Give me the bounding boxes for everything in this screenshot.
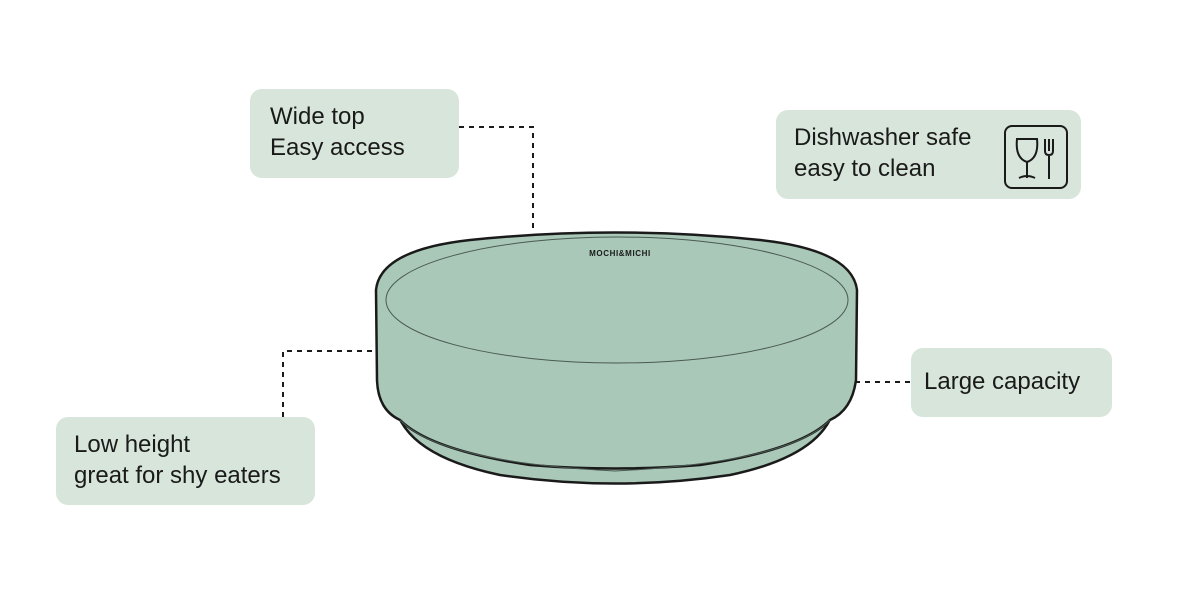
callout-capacity: Large capacity (911, 348, 1112, 417)
bowl (374, 231, 859, 485)
callout-low-height: Low height great for shy eaters (56, 417, 315, 505)
leader-line-wide-top (459, 126, 534, 233)
callout-wide-top-line2: Easy access (270, 134, 405, 161)
leader-line-low-height (282, 350, 375, 417)
callout-low-height-line1: Low height (74, 431, 191, 458)
glass-fork-icon (1004, 125, 1068, 189)
callout-capacity-line1: Large capacity (924, 368, 1081, 395)
callout-dishwasher: Dishwasher safe easy to clean (776, 110, 1081, 199)
callout-dishwasher-line2: easy to clean (794, 155, 936, 182)
brand-logo: MOCHI&MICHI (589, 249, 651, 258)
callout-low-height-line2: great for shy eaters (74, 462, 281, 489)
callout-wide-top-line1: Wide top (270, 103, 365, 130)
callout-dishwasher-line1: Dishwasher safe (794, 124, 972, 151)
callout-wide-top: Wide top Easy access (250, 89, 459, 178)
leader-lines (282, 126, 911, 417)
